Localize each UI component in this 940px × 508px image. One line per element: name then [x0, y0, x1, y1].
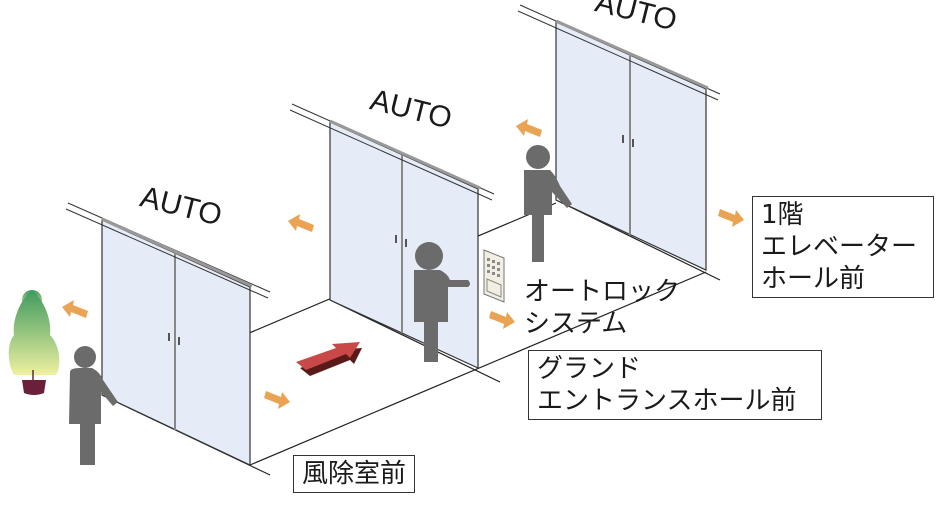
arrow-icon [264, 391, 290, 409]
arrow-icon [288, 214, 314, 232]
person-icon-2 [414, 242, 470, 362]
person-icon-1 [69, 346, 118, 465]
arrow-icon [516, 119, 542, 137]
label-windbreak-room: 風除室前 [293, 455, 416, 493]
direction-arrow-icon [296, 342, 362, 376]
keypad-icon [483, 249, 505, 303]
label-text: エントランスホール前 [537, 386, 797, 416]
arrow-icon [62, 300, 88, 318]
door-1-auto-sign: AUTO [137, 180, 225, 232]
door-3: AUTO [517, 0, 721, 271]
label-text: 1階 [761, 200, 804, 230]
label-text: システム [524, 309, 628, 339]
door-3-auto-sign: AUTO [592, 0, 680, 37]
door-2-auto-sign: AUTO [367, 83, 455, 135]
label-text: ホール前 [761, 264, 866, 294]
plant-icon [8, 290, 60, 395]
person-icon-3 [524, 145, 572, 262]
label-text: グランド [537, 354, 642, 384]
label-text: エレベーター [761, 232, 918, 262]
label-grand-entrance: グランド エントランスホール前 [528, 350, 822, 420]
door-2: AUTO [289, 83, 495, 369]
label-text: オートロック [524, 277, 681, 307]
orange-arrows [62, 119, 744, 409]
arrow-icon [718, 209, 744, 227]
label-autolock-system: オートロック システム [524, 276, 680, 340]
label-elevator-hall: 1階 エレベーター ホール前 [752, 196, 934, 298]
label-text: 風除室前 [302, 459, 407, 489]
arrow-icon [489, 311, 515, 329]
door-1: AUTO [65, 180, 271, 466]
